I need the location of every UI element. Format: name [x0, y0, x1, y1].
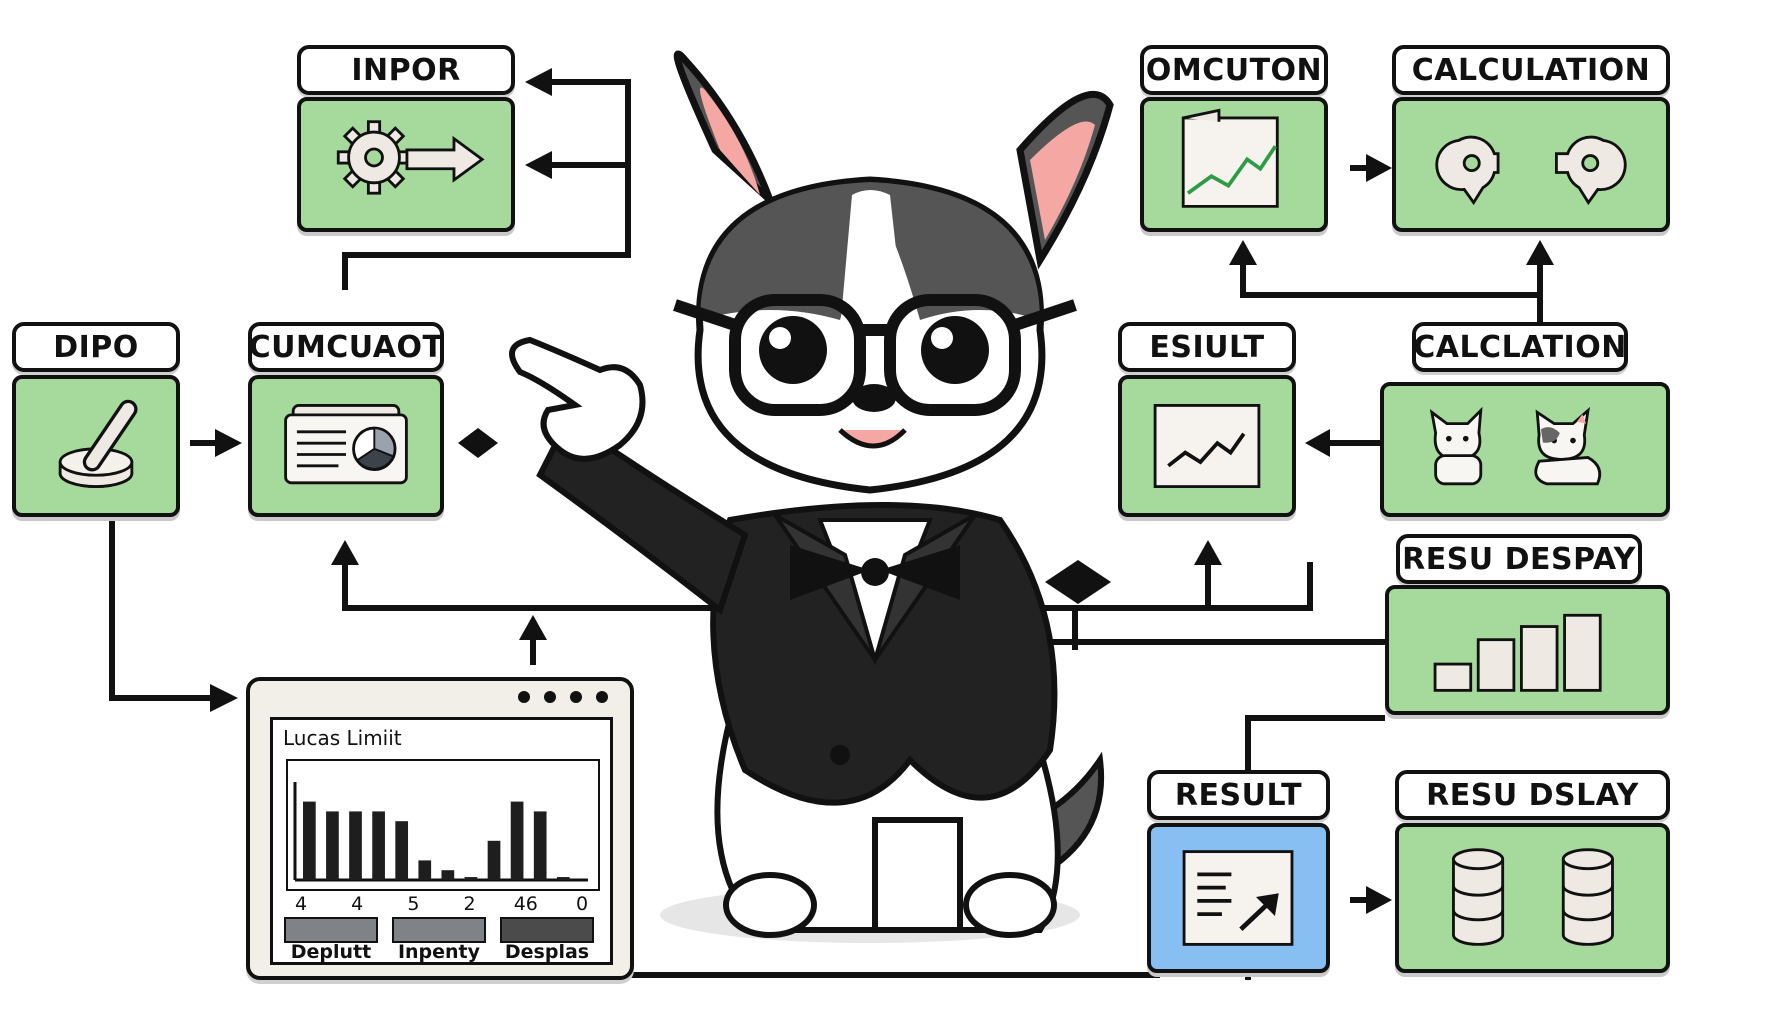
node-label-calclation: CALCLATION: [1412, 322, 1628, 372]
chart-bar: [372, 811, 385, 880]
window-button-label: Inpenty: [398, 941, 481, 962]
node-label-cumcuaot: CUMCUAOT: [248, 322, 444, 372]
cat-icon: [1429, 406, 1602, 486]
x-tick-label: 5: [407, 893, 419, 915]
window-dot-icon[interactable]: [544, 691, 556, 703]
node-label-dipo: DIPO: [12, 322, 180, 372]
node-box-calculation[interactable]: [1392, 97, 1670, 232]
node-label-esiult: ESIULT: [1118, 322, 1296, 372]
line-chart-icon: [1153, 404, 1261, 488]
chart-plot-area: [286, 759, 600, 891]
chart-bar: [556, 877, 570, 880]
window-controls[interactable]: [518, 691, 608, 703]
window-button[interactable]: [284, 917, 378, 943]
node-box-result[interactable]: [1147, 823, 1330, 973]
node-label-inpor: INPOR: [297, 45, 515, 95]
chart-bar: [303, 801, 316, 880]
chart-bar: [464, 877, 478, 880]
window-button-label: Desplas: [505, 941, 589, 962]
node-box-esiult[interactable]: [1118, 375, 1296, 517]
x-tick-label: 0: [576, 893, 588, 915]
chart-bar: [441, 870, 455, 880]
window-button-label: Deplutt: [291, 941, 371, 962]
x-tick-label: 4: [351, 893, 363, 915]
gear-arrow-icon: [336, 120, 485, 195]
node-box-resu-dslay[interactable]: [1395, 823, 1670, 973]
node-label-omcuton: OMCUTON: [1140, 45, 1328, 95]
x-tick-label: 2: [464, 893, 476, 915]
card-pie-icon: [284, 404, 408, 485]
chart-bar: [326, 811, 339, 880]
map-pin-icon: [1435, 135, 1627, 206]
lever-icon: [58, 399, 138, 488]
window-title: Lucas Limiit: [283, 726, 402, 750]
node-box-cumcuaot[interactable]: [248, 375, 444, 517]
node-box-omcuton[interactable]: [1140, 97, 1328, 232]
node-label-resu-despay: RESU DESPAY: [1396, 534, 1642, 584]
chart-bar: [395, 821, 409, 880]
chart-bar: [418, 860, 432, 880]
database-icon: [1452, 848, 1614, 946]
node-label-result: RESULT: [1147, 770, 1330, 820]
document-chart-icon: [1181, 108, 1279, 208]
node-box-calclation[interactable]: [1380, 382, 1670, 517]
chart-bar: [487, 840, 501, 880]
chart-bar: [510, 801, 524, 880]
chart-bar: [533, 811, 547, 880]
node-label-calculation: CALCULATION: [1392, 45, 1670, 95]
window-dot-icon[interactable]: [518, 691, 530, 703]
chart-bar: [349, 811, 362, 880]
node-box-inpor[interactable]: [297, 97, 515, 232]
window-dot-icon[interactable]: [570, 691, 582, 703]
x-tick-label: 4: [295, 893, 307, 915]
x-tick-label: 46: [514, 893, 538, 915]
window-dot-icon[interactable]: [596, 691, 608, 703]
node-label-resu-dslay: RESU DSLAY: [1395, 770, 1670, 820]
window-button[interactable]: [392, 917, 486, 943]
bar-chart-icon: [1433, 613, 1602, 692]
node-box-resu-despay[interactable]: [1385, 585, 1670, 715]
node-box-dipo[interactable]: [12, 375, 180, 517]
window-button[interactable]: [500, 917, 594, 943]
document-arrow-icon: [1182, 850, 1294, 946]
